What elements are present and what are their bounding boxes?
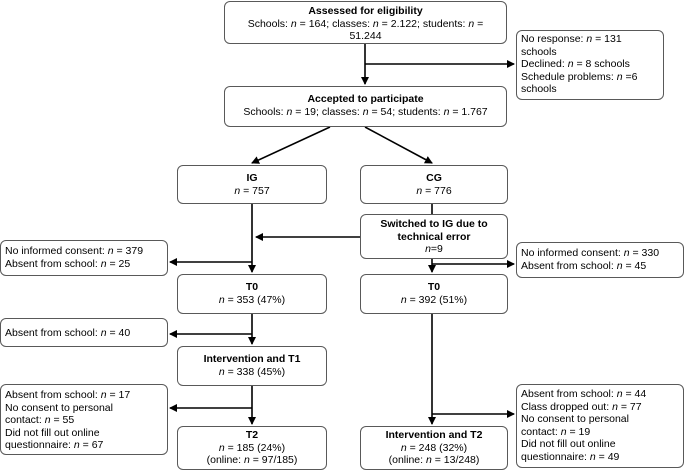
- box-ig-t2: T2 n = 185 (24%) (online: n = 97/185): [177, 426, 327, 470]
- box-ig-loss-t1: Absent from school: n = 40: [0, 318, 168, 347]
- box-ig-intervention-t1: Intervention and T1 n = 338 (45%): [177, 346, 327, 386]
- cg-loss-t2-online: Did not fill out online: [521, 438, 616, 450]
- cg-title: CG: [426, 172, 442, 184]
- box-switched-to-ig: Switched to IG due to technical error n=…: [360, 214, 508, 259]
- excluded-schedule: Schedule problems: n =6: [521, 70, 638, 83]
- assessed-title: Assessed for eligibility: [308, 5, 423, 17]
- box-cg-t0: T0 n = 392 (51%): [360, 274, 508, 314]
- accepted-title: Accepted to participate: [307, 93, 424, 105]
- ig-t1-count: n = 338 (45%): [218, 365, 286, 378]
- box-cg: CG n = 776: [360, 165, 508, 204]
- assessed-line1: Schools: n = 164; classes: n = 2.122; st…: [247, 17, 484, 30]
- accepted-line1: Schools: n = 19; classes: n = 54; studen…: [243, 105, 488, 118]
- ig-t0-title: T0: [245, 281, 259, 293]
- ig-loss-t0-consent: No informed consent: n = 379: [5, 245, 144, 257]
- cg-t2-title: Intervention and T2: [385, 429, 483, 441]
- ig-loss-t2-consent-count: contact: n = 55: [5, 414, 75, 426]
- box-ig-t0: T0 n = 353 (47%): [177, 274, 327, 314]
- ig-t0-count: n = 353 (47%): [218, 293, 286, 306]
- ig-title: IG: [246, 172, 258, 184]
- switched-line1: Switched to IG due to: [380, 218, 488, 230]
- cg-loss-t2-absent: Absent from school: n = 44: [521, 388, 647, 400]
- ig-loss-t2-consent: No consent to personal: [5, 401, 113, 414]
- ig-loss-t2-absent: Absent from school: n = 17: [5, 389, 131, 401]
- box-ig: IG n = 757: [177, 165, 327, 204]
- box-accepted-participate: Accepted to participate Schools: n = 19;…: [224, 86, 507, 127]
- box-ig-loss-t2: Absent from school: n = 17 No consent to…: [0, 384, 168, 455]
- excluded-declined: Declined: n = 8 schools: [521, 58, 630, 70]
- ig-count: n = 757: [234, 184, 270, 197]
- ig-t2-online: (online: n = 97/185): [206, 454, 298, 466]
- ig-loss-t0-absent: Absent from school: n = 25: [5, 257, 131, 270]
- switched-line2: technical error: [397, 230, 471, 243]
- excluded-schedule-unit: schools: [521, 83, 557, 95]
- ig-t1-title: Intervention and T1: [203, 353, 301, 365]
- box-excluded: No response: n = 131 schools Declined: n…: [516, 30, 664, 100]
- box-cg-intervention-t2: Intervention and T2 n = 248 (32%) (onlin…: [360, 426, 508, 470]
- cg-loss-t2-consent: No consent to personal: [521, 413, 629, 425]
- cg-t2-count: n = 248 (32%): [400, 441, 468, 454]
- assessed-line2: 51.244: [349, 30, 382, 42]
- connector-accepted-ig: [251, 126, 331, 164]
- box-ig-loss-t0: No informed consent: n = 379 Absent from…: [0, 240, 168, 276]
- cg-loss-t2-class: Class dropped out: n = 77: [521, 400, 642, 413]
- cg-t0-title: T0: [427, 281, 441, 293]
- cg-loss-t2-online-count: questionnaire: n = 49: [521, 450, 620, 463]
- connector-accepted-cg: [364, 126, 433, 164]
- switched-count: n=9: [425, 243, 443, 255]
- box-cg-loss-t0: No informed consent: n = 330 Absent from…: [516, 242, 684, 278]
- cg-loss-t0-absent: Absent from school: n = 45: [521, 259, 647, 272]
- box-assessed-eligibility: Assessed for eligibility Schools: n = 16…: [224, 1, 507, 44]
- ig-loss-t2-online-count: questionnaire: n = 67: [5, 439, 104, 451]
- cg-t2-online: (online: n = 13/248): [388, 454, 480, 466]
- cg-loss-t0-consent: No informed consent: n = 330: [521, 247, 660, 259]
- ig-t2-title: T2: [245, 429, 259, 441]
- ig-loss-t2-online: Did not fill out online: [5, 426, 100, 439]
- ig-loss-t1-absent: Absent from school: n = 40: [5, 327, 131, 339]
- cg-count: n = 776: [416, 184, 452, 197]
- cg-t0-count: n = 392 (51%): [400, 293, 468, 306]
- excluded-no-response-unit: schools: [521, 45, 557, 58]
- cg-loss-t2-consent-count: contact: n = 19: [521, 425, 591, 438]
- excluded-no-response: No response: n = 131: [521, 33, 622, 45]
- ig-t2-count: n = 185 (24%): [218, 441, 286, 454]
- box-cg-loss-t2: Absent from school: n = 44 Class dropped…: [516, 384, 684, 468]
